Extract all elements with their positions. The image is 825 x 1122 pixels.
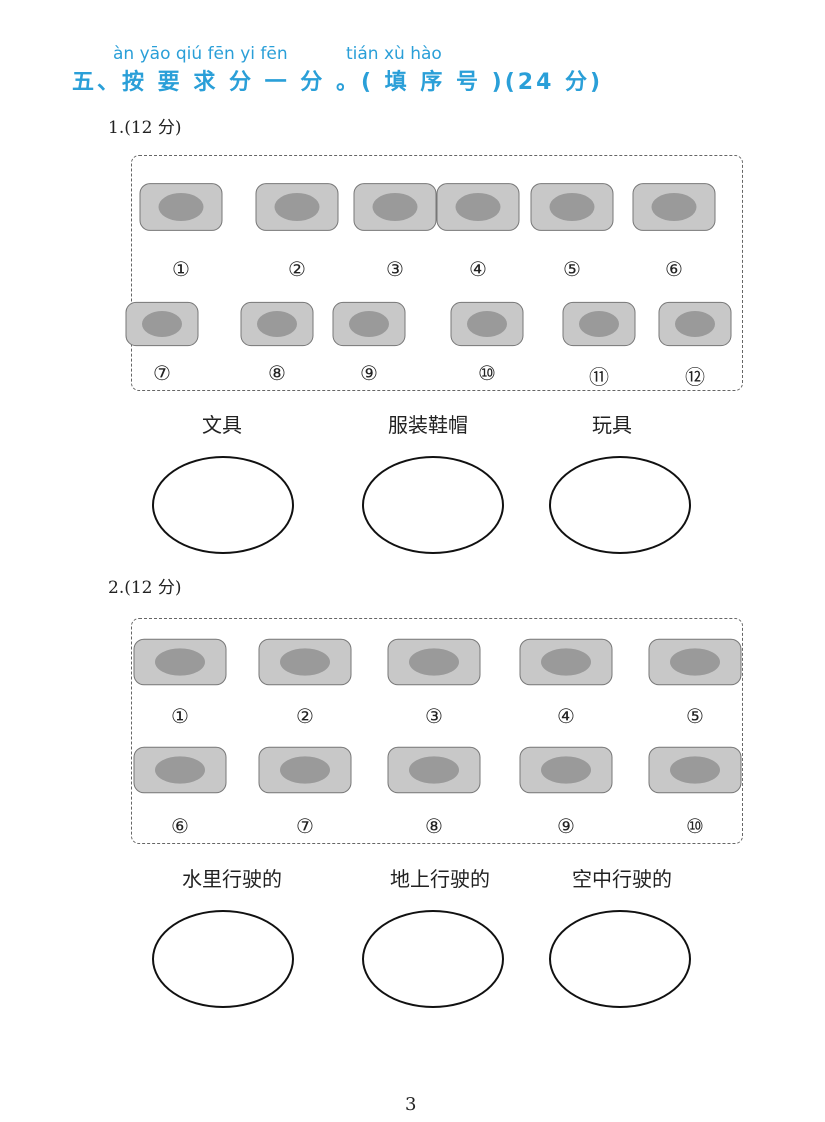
q1-heading: 1.(12 分) [108,118,182,138]
toy-train-icon [136,168,226,246]
item-number: ② [296,704,314,728]
category-label: 地上行驶的 [390,867,490,891]
q2-heading: 2.(12 分) [108,578,182,598]
answer-oval[interactable] [549,910,691,1008]
rowboat-icon [516,624,616,700]
bullet-train-icon [629,168,719,246]
item-number: ⑥ [665,257,683,281]
sports-car-icon [252,168,342,246]
helicopter-icon [384,732,484,808]
answer-oval[interactable] [362,910,504,1008]
pinyin-instruction: àn yāo qiú fēn yi fēn [113,44,288,64]
scarf-icon [122,288,202,360]
item-number: ⑪ [589,365,609,389]
item-number: ④ [469,257,487,281]
page-number: 3 [405,1094,417,1115]
category-label: 文具 [202,413,242,437]
pencil-icon [559,288,639,360]
item-number: ⑤ [563,257,581,281]
item-number: ① [172,257,190,281]
ruler-icon [655,288,735,360]
motorcycle-icon [645,732,745,808]
category-label: 空中行驶的 [572,867,672,891]
ship-icon [130,624,230,700]
category-label: 水里行驶的 [182,867,282,891]
road-roller-icon [255,624,355,700]
q2-picture-box [131,618,743,844]
item-number: ③ [425,704,443,728]
answer-oval[interactable] [152,910,294,1008]
tractor-icon [645,624,745,700]
item-number: ⑥ [171,814,189,838]
item-number: ⑦ [296,814,314,838]
bus-icon [516,732,616,808]
item-number: ⑫ [685,365,705,389]
airplane-icon [130,732,230,808]
pinyin-fill: tián xù hào [346,44,442,64]
hat-icon [433,168,523,246]
trousers-icon [447,288,527,360]
answer-oval[interactable] [152,456,294,554]
pen-icon [329,288,409,360]
item-number: ⑤ [686,704,704,728]
section-title: 五、按 要 求 分 一 分 。( 填 序 号 )(24 分) [72,70,604,95]
item-number: ⑧ [425,814,443,838]
item-number: ① [171,704,189,728]
answer-oval[interactable] [549,456,691,554]
item-number: ⑨ [360,361,378,385]
rubber-duck-icon [237,288,317,360]
item-number: ⑧ [268,361,286,385]
compass-icon [350,168,440,246]
item-number: ④ [557,704,575,728]
truck-icon [255,732,355,808]
excavator-icon [384,624,484,700]
item-number: ⑦ [153,361,171,385]
item-number: ⑨ [557,814,575,838]
jacket-icon [527,168,617,246]
item-number: ⑩ [686,814,704,838]
item-number: ② [288,257,306,281]
q1-picture-box [131,155,743,391]
category-label: 玩具 [592,413,632,437]
item-number: ③ [386,257,404,281]
item-number: ⑩ [478,361,496,385]
category-label: 服装鞋帽 [388,413,468,437]
answer-oval[interactable] [362,456,504,554]
